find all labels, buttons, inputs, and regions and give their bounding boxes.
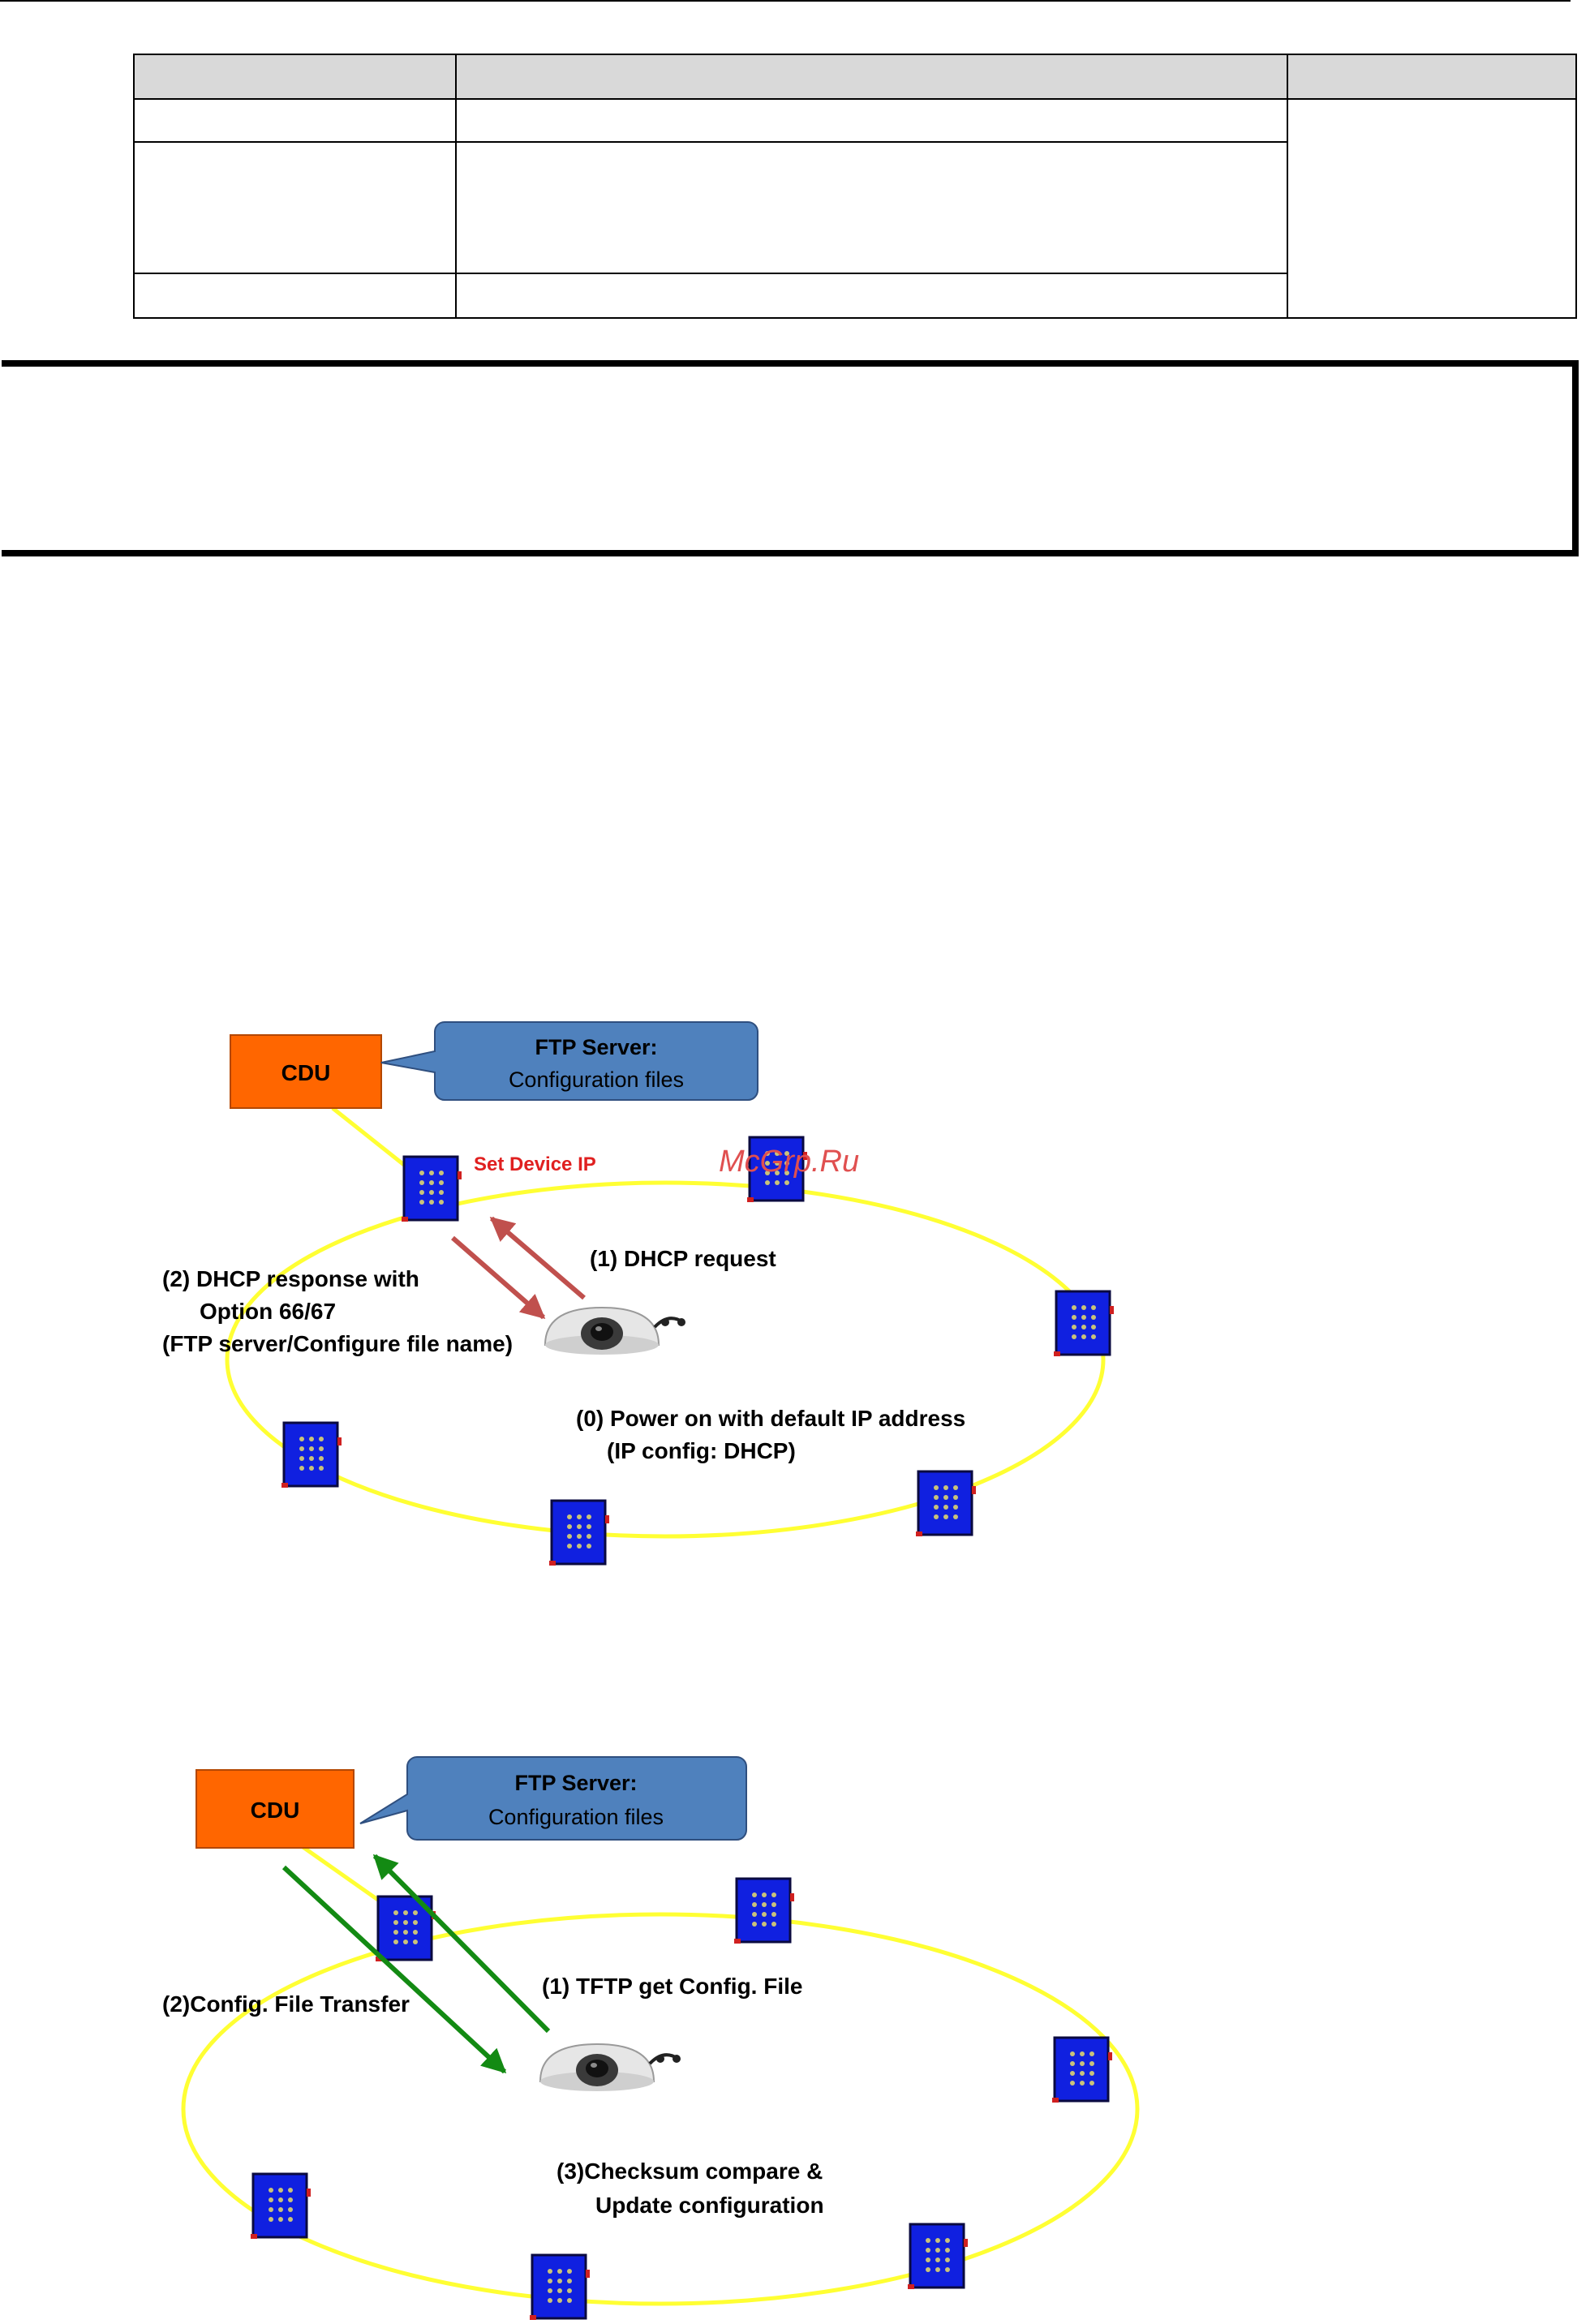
switch-icon — [1052, 1290, 1115, 1358]
step0-label-line2: (IP config: DHCP) — [607, 1438, 796, 1463]
switch-icon — [249, 2172, 312, 2240]
tftp-diagram: CDU FTP Server: Configuration files (1) … — [162, 1756, 1140, 2322]
table-header-cell — [1287, 54, 1577, 100]
step2-label-line2: Option 66/67 — [200, 1299, 336, 1324]
watermark: McGrp.Ru — [719, 1145, 859, 1179]
table-header-row — [133, 54, 1577, 100]
dhcp-diagram: CDU FTP Server: Configuration files Set … — [162, 1021, 1115, 1567]
table-cell — [133, 98, 457, 143]
tftp-get-arrow — [372, 1854, 551, 2034]
table-cell — [454, 273, 1289, 319]
table-header-cell — [454, 54, 1289, 100]
cdu-box — [196, 1769, 355, 1849]
set-device-ip-label: Set Device IP — [474, 1153, 596, 1175]
cdu-link — [300, 1844, 391, 1910]
switch-icon — [733, 1877, 796, 1945]
switch-icon — [914, 1470, 978, 1538]
table-row — [133, 141, 1576, 274]
step0-label-line1: (0) Power on with default IP address — [576, 1406, 965, 1431]
network-ring — [181, 1912, 1140, 2306]
step3-label-line2: Update configuration — [595, 2193, 824, 2218]
ftp-server-callout — [380, 1021, 758, 1101]
ip-camera-icon — [539, 2043, 682, 2093]
spec-table — [133, 54, 1577, 319]
cdu-label: CDU — [281, 1060, 331, 1085]
note-box — [2, 360, 1579, 556]
table-row — [133, 273, 1576, 319]
switch-icon — [548, 1499, 611, 1567]
dhcp-request-arrow — [489, 1216, 586, 1300]
cdu-link — [331, 1106, 406, 1166]
table-row — [133, 98, 1577, 319]
table-cell-merged — [1287, 98, 1577, 319]
table-cell — [454, 141, 1289, 274]
table-cell — [133, 141, 457, 274]
ip-camera-icon — [544, 1306, 687, 1356]
table-cell — [133, 273, 457, 319]
step3-label-line1: (3)Checksum compare & — [556, 2159, 823, 2184]
switch-icon — [528, 2253, 591, 2322]
cdu-box — [230, 1034, 382, 1109]
switch-icon — [400, 1155, 463, 1223]
table-header-cell — [133, 54, 457, 100]
table-cell — [454, 98, 1289, 143]
file-transfer-arrow — [281, 1865, 507, 2074]
switch-icon — [906, 2223, 969, 2291]
step2-label: (2)Config. File Transfer — [162, 1991, 410, 2017]
ftp-server-callout — [359, 1756, 747, 1841]
step2-label-line1: (2) DHCP response with — [162, 1266, 419, 1291]
switch-icon — [1051, 2036, 1114, 2104]
ftp-server-title: FTP Server: — [514, 1771, 637, 1795]
step2-label-line3: (FTP server/Configure file name) — [162, 1331, 513, 1356]
ftp-server-subtitle: Configuration files — [509, 1067, 684, 1092]
cdu-label: CDU — [251, 1798, 300, 1823]
dhcp-response-arrow — [451, 1235, 546, 1320]
header-rule — [0, 0, 1571, 2]
switch-icon — [280, 1421, 343, 1489]
step1-label: (1) TFTP get Config. File — [542, 1974, 802, 1999]
network-ring — [225, 1180, 1106, 1539]
step1-label: (1) DHCP request — [590, 1246, 776, 1271]
ftp-server-title: FTP Server: — [535, 1035, 657, 1059]
ftp-server-subtitle: Configuration files — [488, 1805, 664, 1829]
